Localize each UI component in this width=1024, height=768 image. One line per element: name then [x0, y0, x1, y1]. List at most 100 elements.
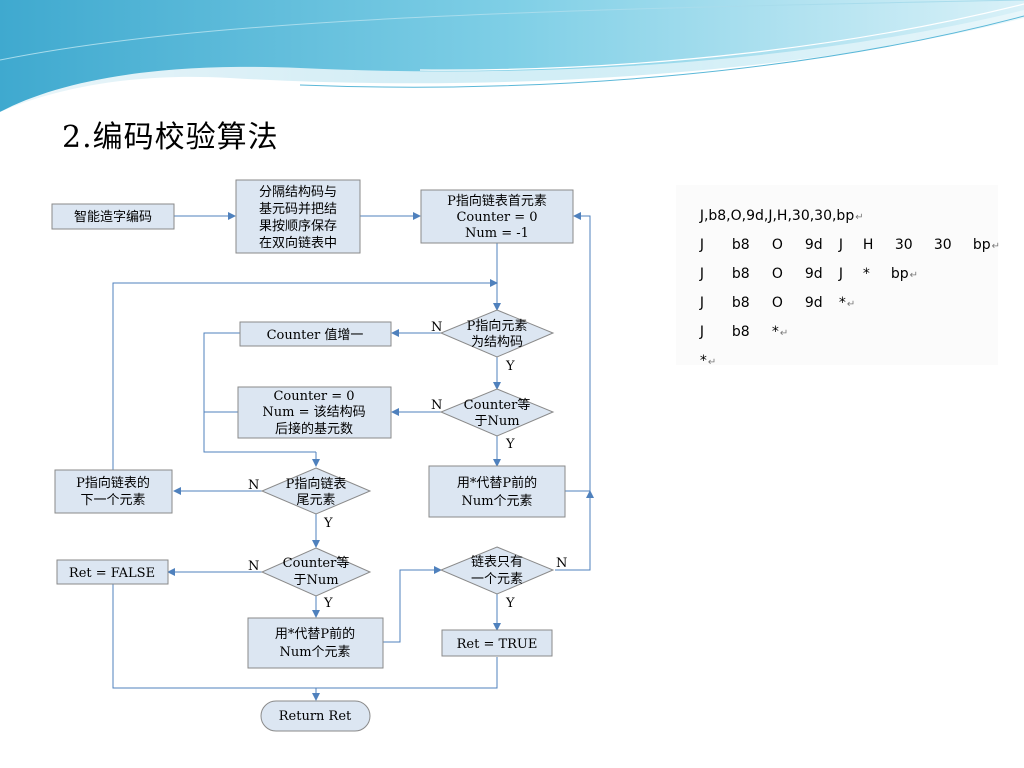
init-line-1: P指向链表首元素	[447, 193, 547, 209]
example-token: 9d	[804, 266, 823, 282]
example-token: *	[862, 266, 870, 282]
paragraph-mark-icon: ↵	[707, 357, 717, 368]
box-next-element: P指向链表的 下一个元素	[54, 469, 173, 514]
next-line-2: 下一个元素	[80, 493, 145, 508]
example-token: b8	[731, 266, 750, 282]
slide-title: 2.编码校验算法	[62, 120, 279, 155]
only-one-line-2: 一个元素	[471, 572, 523, 587]
label-y-only-one: Y	[505, 596, 515, 611]
example-token: O	[771, 266, 783, 282]
init-line-2: Counter = 0	[456, 210, 537, 225]
label-n-only-one: N	[556, 556, 567, 571]
box-separate-codes: 分隔结构码与 基元码并把结 果按顺序保存 在双向链表中	[235, 179, 361, 254]
box-ret-true: Ret = TRUE	[441, 629, 553, 657]
is-tail-line-1: P指向链表	[286, 476, 347, 492]
replace-2-line-2: Num个元素	[279, 645, 350, 660]
decision-is-struct: P指向元素 为结构码	[439, 309, 555, 358]
return-text: Return Ret	[279, 709, 352, 724]
label-y-counter-eq-1: Y	[505, 437, 515, 452]
label-y-is-tail: Y	[323, 516, 333, 531]
example-token: J	[699, 324, 704, 340]
separate-line-1: 分隔结构码与	[259, 185, 337, 200]
example-token: J	[838, 237, 843, 253]
example-token: bp	[890, 266, 909, 282]
example-token: bp	[972, 237, 991, 253]
separate-line-2: 基元码并把结	[259, 202, 337, 217]
counter-eq-2-line-2: 于Num	[293, 573, 338, 588]
example-token: *	[838, 295, 846, 311]
box-reset: Counter = 0 Num = 该结构码 后接的基元数	[237, 386, 392, 439]
box-smart-encode-text: 智能造字编码	[74, 210, 152, 225]
connectors	[112, 212, 594, 701]
paragraph-mark-icon: ↵	[846, 299, 856, 310]
label-n-is-tail: N	[248, 478, 259, 493]
is-tail-line-2: 尾元素	[296, 493, 335, 508]
box-counter-inc: Counter 值增一	[239, 321, 392, 347]
reset-line-2: Num = 该结构码	[262, 405, 365, 420]
box-smart-encode: 智能造字编码	[51, 203, 175, 230]
decision-counter-eq-num-1: Counter等 于Num	[439, 388, 555, 437]
only-one-line-1: 链表只有	[471, 555, 523, 570]
decision-is-tail: P指向链表 尾元素	[260, 467, 372, 515]
label-n-counter-eq-2: N	[248, 559, 259, 574]
terminal-return: Return Ret	[260, 700, 371, 732]
example-token: J	[699, 237, 704, 253]
example-token: 9d	[804, 295, 823, 311]
example-token: 9d	[804, 237, 823, 253]
branch-labels: N Y N Y N Y N Y N Y	[248, 320, 567, 611]
example-line-1: J,b8,O,9d,J,H,30,30,bp↵	[682, 192, 864, 224]
label-y-counter-eq-2: Y	[323, 596, 333, 611]
example-token: J	[838, 266, 843, 282]
counter-eq-1-line-2: 于Num	[474, 414, 519, 429]
replace-1-line-1: 用*代替P前的	[457, 475, 537, 491]
init-line-3: Num = -1	[465, 226, 529, 241]
example-token: J	[699, 295, 704, 311]
paragraph-mark-icon: ↵	[991, 241, 1000, 252]
label-n-is-struct: N	[431, 320, 442, 335]
example-token: 30	[894, 237, 913, 253]
label-n-counter-eq-1: N	[431, 398, 442, 413]
counter-eq-2-line-1: Counter等	[283, 555, 350, 571]
header-wave-decoration	[0, 0, 1024, 124]
paragraph-mark-icon: ↵	[779, 328, 789, 339]
counter-inc-text: Counter 值增一	[267, 327, 364, 343]
counter-eq-1-line-1: Counter等	[464, 397, 531, 413]
reset-line-3: 后接的基元数	[275, 421, 353, 437]
label-y-is-struct: Y	[505, 359, 515, 374]
is-struct-line-1: P指向元素	[467, 318, 528, 334]
example-token: O	[771, 295, 783, 311]
box-init: P指向链表首元素 Counter = 0 Num = -1	[420, 189, 574, 244]
example-token: J	[699, 266, 704, 282]
example-token: *	[699, 353, 707, 369]
ret-true-text: Ret = TRUE	[457, 637, 538, 652]
example-token: O	[771, 237, 783, 253]
example-token: 30	[933, 237, 952, 253]
example-token: b8	[731, 295, 750, 311]
replace-1-line-2: Num个元素	[461, 494, 532, 509]
example-line-1-text: J,b8,O,9d,J,H,30,30,bp	[699, 208, 855, 224]
is-struct-line-2: 为结构码	[471, 335, 523, 350]
separate-line-3: 果按顺序保存	[259, 219, 337, 234]
example-token: *	[771, 324, 779, 340]
separate-line-4: 在双向链表中	[259, 235, 337, 251]
replace-2-line-1: 用*代替P前的	[275, 626, 355, 642]
ret-false-text: Ret = FALSE	[69, 566, 155, 581]
decision-only-one: 链表只有 一个元素	[439, 546, 555, 595]
example-token: b8	[731, 237, 750, 253]
reset-line-1: Counter = 0	[273, 389, 354, 404]
paragraph-mark-icon: ↵	[855, 212, 864, 223]
box-replace-1: 用*代替P前的 Num个元素	[428, 465, 566, 518]
example-token: H	[862, 237, 874, 253]
example-line-6: *↵	[682, 337, 716, 369]
box-ret-false: Ret = FALSE	[56, 559, 169, 585]
paragraph-mark-icon: ↵	[909, 270, 918, 281]
next-line-1: P指向链表的	[76, 475, 150, 491]
box-replace-2: 用*代替P前的 Num个元素	[247, 617, 384, 669]
example-token: b8	[731, 324, 750, 340]
